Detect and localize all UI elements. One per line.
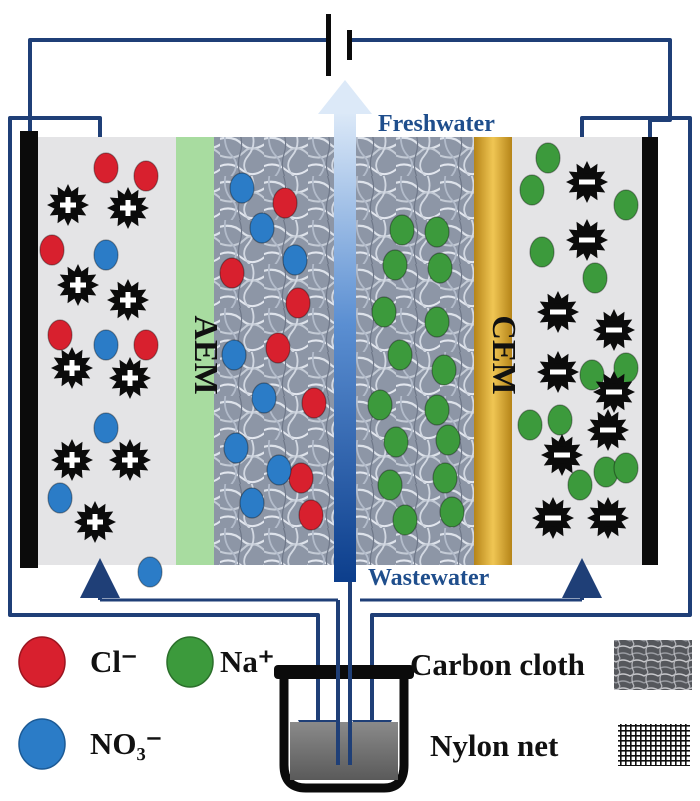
- sodium-ion: [424, 306, 450, 338]
- charge-layer: [47, 161, 635, 543]
- sodium-ion: [435, 424, 461, 456]
- plus-star-icon: [57, 264, 99, 306]
- minus-star-icon: [537, 291, 579, 333]
- plus-star-icon: [109, 357, 151, 399]
- sodium-ion: [389, 214, 415, 246]
- plus-star-icon: [109, 439, 151, 481]
- sodium-ion: [582, 262, 608, 294]
- nitrate-ion: [93, 412, 119, 444]
- minus-star-icon: [566, 219, 608, 261]
- sodium-ion: [367, 389, 393, 421]
- beaker-tubes: [336, 582, 352, 765]
- beaker: [274, 665, 414, 793]
- minus-star-icon: [541, 434, 583, 476]
- sodium-ion: [377, 469, 403, 501]
- sodium-ion: [567, 469, 593, 501]
- nitrate-ion: [229, 172, 255, 204]
- nitrate-ion: [251, 382, 277, 414]
- right-electrode: [642, 137, 658, 565]
- sodium-ion: [529, 236, 555, 268]
- chloride-ion: [39, 234, 65, 266]
- chloride-ion: [298, 499, 324, 531]
- legend-carbon-cloth-label: Carbon cloth: [410, 647, 585, 682]
- nitrate-ion: [282, 244, 308, 276]
- sodium-ion: [519, 174, 545, 206]
- minus-star-icon: [566, 161, 608, 203]
- chloride-ion: [133, 329, 159, 361]
- sodium-ion: [431, 354, 457, 386]
- minus-star-icon: [593, 371, 635, 413]
- plus-star-icon: [47, 184, 89, 226]
- chloride-ion: [272, 187, 298, 219]
- minus-star-icon: [587, 497, 629, 539]
- sodium-ion: [392, 504, 418, 536]
- chloride-ion: [288, 462, 314, 494]
- plus-star-icon: [107, 279, 149, 321]
- nitrate-ion: [93, 329, 119, 361]
- minus-star-icon: [537, 351, 579, 393]
- legend-na-label: Na⁺: [220, 644, 274, 679]
- sodium-ion: [613, 189, 639, 221]
- sodium-ion: [613, 452, 639, 484]
- legend-nylon-net-label: Nylon net: [430, 728, 559, 763]
- minus-star-icon: [532, 497, 574, 539]
- plus-star-icon: [51, 439, 93, 481]
- sodium-ion: [432, 462, 458, 494]
- carbon-cloth-swatch: [614, 640, 692, 690]
- nitrate-ion: [137, 556, 163, 588]
- chloride-ion: [265, 332, 291, 364]
- sodium-ion: [371, 296, 397, 328]
- aem-membrane: [176, 137, 214, 565]
- nitrate-ion: [93, 239, 119, 271]
- nylon-net-swatch: [618, 724, 690, 766]
- sodium-ion: [547, 404, 573, 436]
- ion-layer: [39, 142, 639, 588]
- legend-cl-label: Cl⁻: [90, 644, 137, 679]
- sodium-ion: [427, 252, 453, 284]
- plus-star-icon: [51, 347, 93, 389]
- circuit-wires: [8, 38, 692, 760]
- sodium-ion: [383, 426, 409, 458]
- chloride-ion: [93, 152, 119, 184]
- chloride-ion: [219, 257, 245, 289]
- cem-label: CEM: [485, 315, 522, 394]
- chloride-ion: [133, 160, 159, 192]
- cem-membrane: [474, 137, 512, 565]
- legend-cl-swatch: [18, 636, 66, 688]
- sodium-ion: [535, 142, 561, 174]
- legend-no3-label: NO₃⁻: [90, 726, 162, 761]
- minus-star-icon: [587, 409, 629, 451]
- legend: Cl⁻ Na⁺ NO₃⁻ Carbon cloth Nylon net: [18, 636, 692, 770]
- chloride-ion: [285, 287, 311, 319]
- sodium-ion: [517, 409, 543, 441]
- nitrate-ion: [266, 454, 292, 486]
- nitrate-ion: [249, 212, 275, 244]
- freshwater-label: Freshwater: [378, 111, 495, 137]
- sodium-ion: [439, 496, 465, 528]
- plus-star-icon: [74, 501, 116, 543]
- nitrate-ion: [239, 487, 265, 519]
- chloride-ion: [301, 387, 327, 419]
- legend-na-swatch: [166, 636, 214, 688]
- sodium-ion: [382, 249, 408, 281]
- battery-icon: [326, 14, 352, 76]
- freshwater-arrow: [318, 80, 372, 582]
- left-electrode: [20, 131, 38, 568]
- sodium-ion: [387, 339, 413, 371]
- nitrate-ion: [221, 339, 247, 371]
- legend-no3-swatch: [18, 718, 66, 770]
- sodium-ion: [424, 394, 450, 426]
- aem-label: AEM: [187, 315, 224, 394]
- nitrate-ion: [223, 432, 249, 464]
- wastewater-fill: [290, 722, 398, 780]
- nitrate-ion: [47, 482, 73, 514]
- sodium-ion: [424, 216, 450, 248]
- wastewater-label: Wastewater: [368, 565, 490, 591]
- chloride-ion: [47, 319, 73, 351]
- plus-star-icon: [107, 187, 149, 229]
- minus-star-icon: [593, 309, 635, 351]
